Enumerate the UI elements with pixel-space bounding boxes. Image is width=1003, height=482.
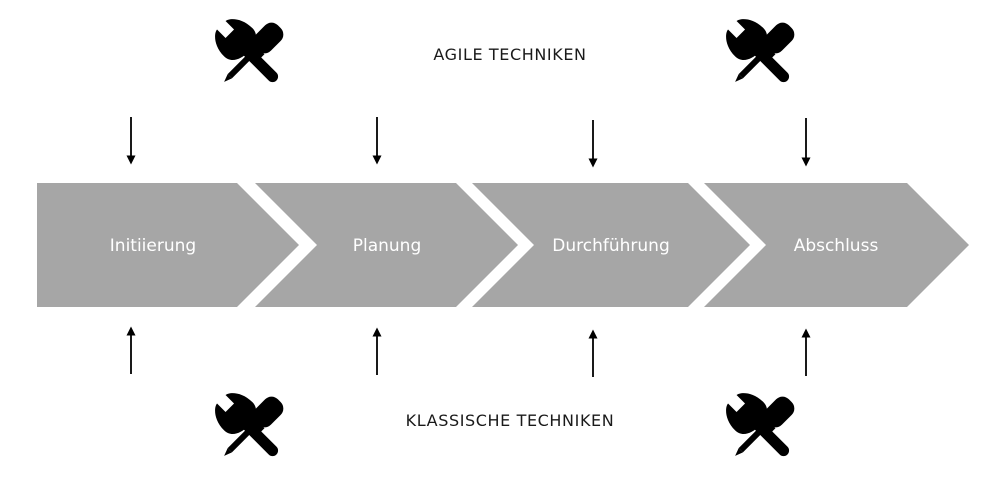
tools-icon-top-left: [207, 11, 291, 95]
phase-initiierung: [37, 183, 299, 307]
phase-durchfuehrung: [472, 183, 750, 307]
phase-label-durchfuehrung: Durchführung: [552, 236, 669, 256]
tools-icon-top-right: [718, 11, 802, 95]
phase-abschluss: [704, 183, 969, 307]
phase-label-initiierung: Initiierung: [110, 236, 196, 256]
phase-label-abschluss: Abschluss: [794, 236, 879, 256]
agile-techniques-label: AGILE TECHNIKEN: [433, 45, 587, 64]
phase-planung: [255, 183, 518, 307]
tools-icon-bottom-left: [207, 385, 291, 469]
tools-icon-bottom-right: [718, 385, 802, 469]
phase-label-planung: Planung: [353, 236, 422, 256]
classic-techniques-label: KLASSISCHE TECHNIKEN: [405, 411, 615, 430]
